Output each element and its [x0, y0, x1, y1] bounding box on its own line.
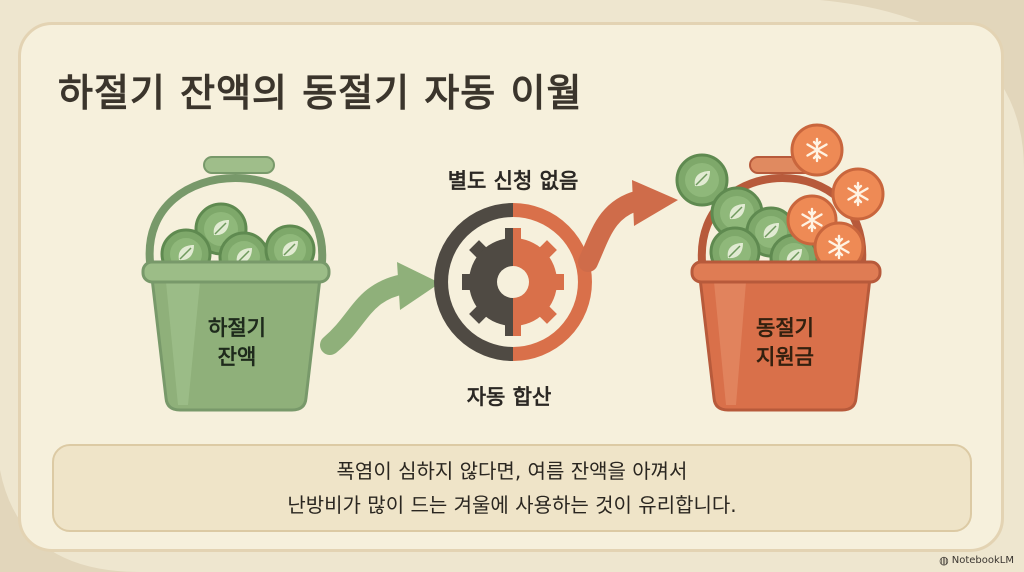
summer-bucket-label-line2: 잔액: [218, 345, 257, 369]
advice-note: 폭염이 심하지 않다면, 여름 잔액을 아껴서 난방비가 많이 드는 겨울에 사…: [52, 444, 972, 532]
winter-support-bucket: 동절기 지원금: [675, 123, 885, 412]
auto-merge-gear: 별도 신청 없음 자동 합산: [434, 169, 592, 409]
notebook-logo-icon: ◍: [939, 554, 949, 567]
snowflake-coin: [790, 123, 844, 177]
snowflake-coin: [831, 167, 885, 221]
summer-bucket-label-line1: 하절기: [208, 316, 266, 340]
brand-mark: ◍ NotebookLM: [939, 554, 1014, 567]
green-arrow: [320, 262, 440, 355]
green-coin: [675, 153, 729, 207]
auto-merge-label: 자동 합산: [467, 385, 552, 409]
brand-label: NotebookLM: [951, 555, 1014, 566]
no-application-label: 별도 신청 없음: [448, 169, 579, 193]
advice-note-line2: 난방비가 많이 드는 겨울에 사용하는 것이 유리합니다.: [287, 493, 737, 517]
summer-balance-bucket: 하절기 잔액: [141, 156, 331, 412]
page-title: 하절기 잔액의 동절기 자동 이월: [58, 71, 583, 115]
advice-note-line1: 폭염이 심하지 않다면, 여름 잔액을 아껴서: [336, 459, 688, 483]
gear-right-half: [513, 228, 564, 336]
gear-left-half: [462, 228, 513, 336]
winter-bucket-label-line2: 지원금: [756, 345, 814, 369]
winter-bucket-label-line1: 동절기: [756, 316, 814, 340]
orange-arrow: [578, 180, 678, 272]
